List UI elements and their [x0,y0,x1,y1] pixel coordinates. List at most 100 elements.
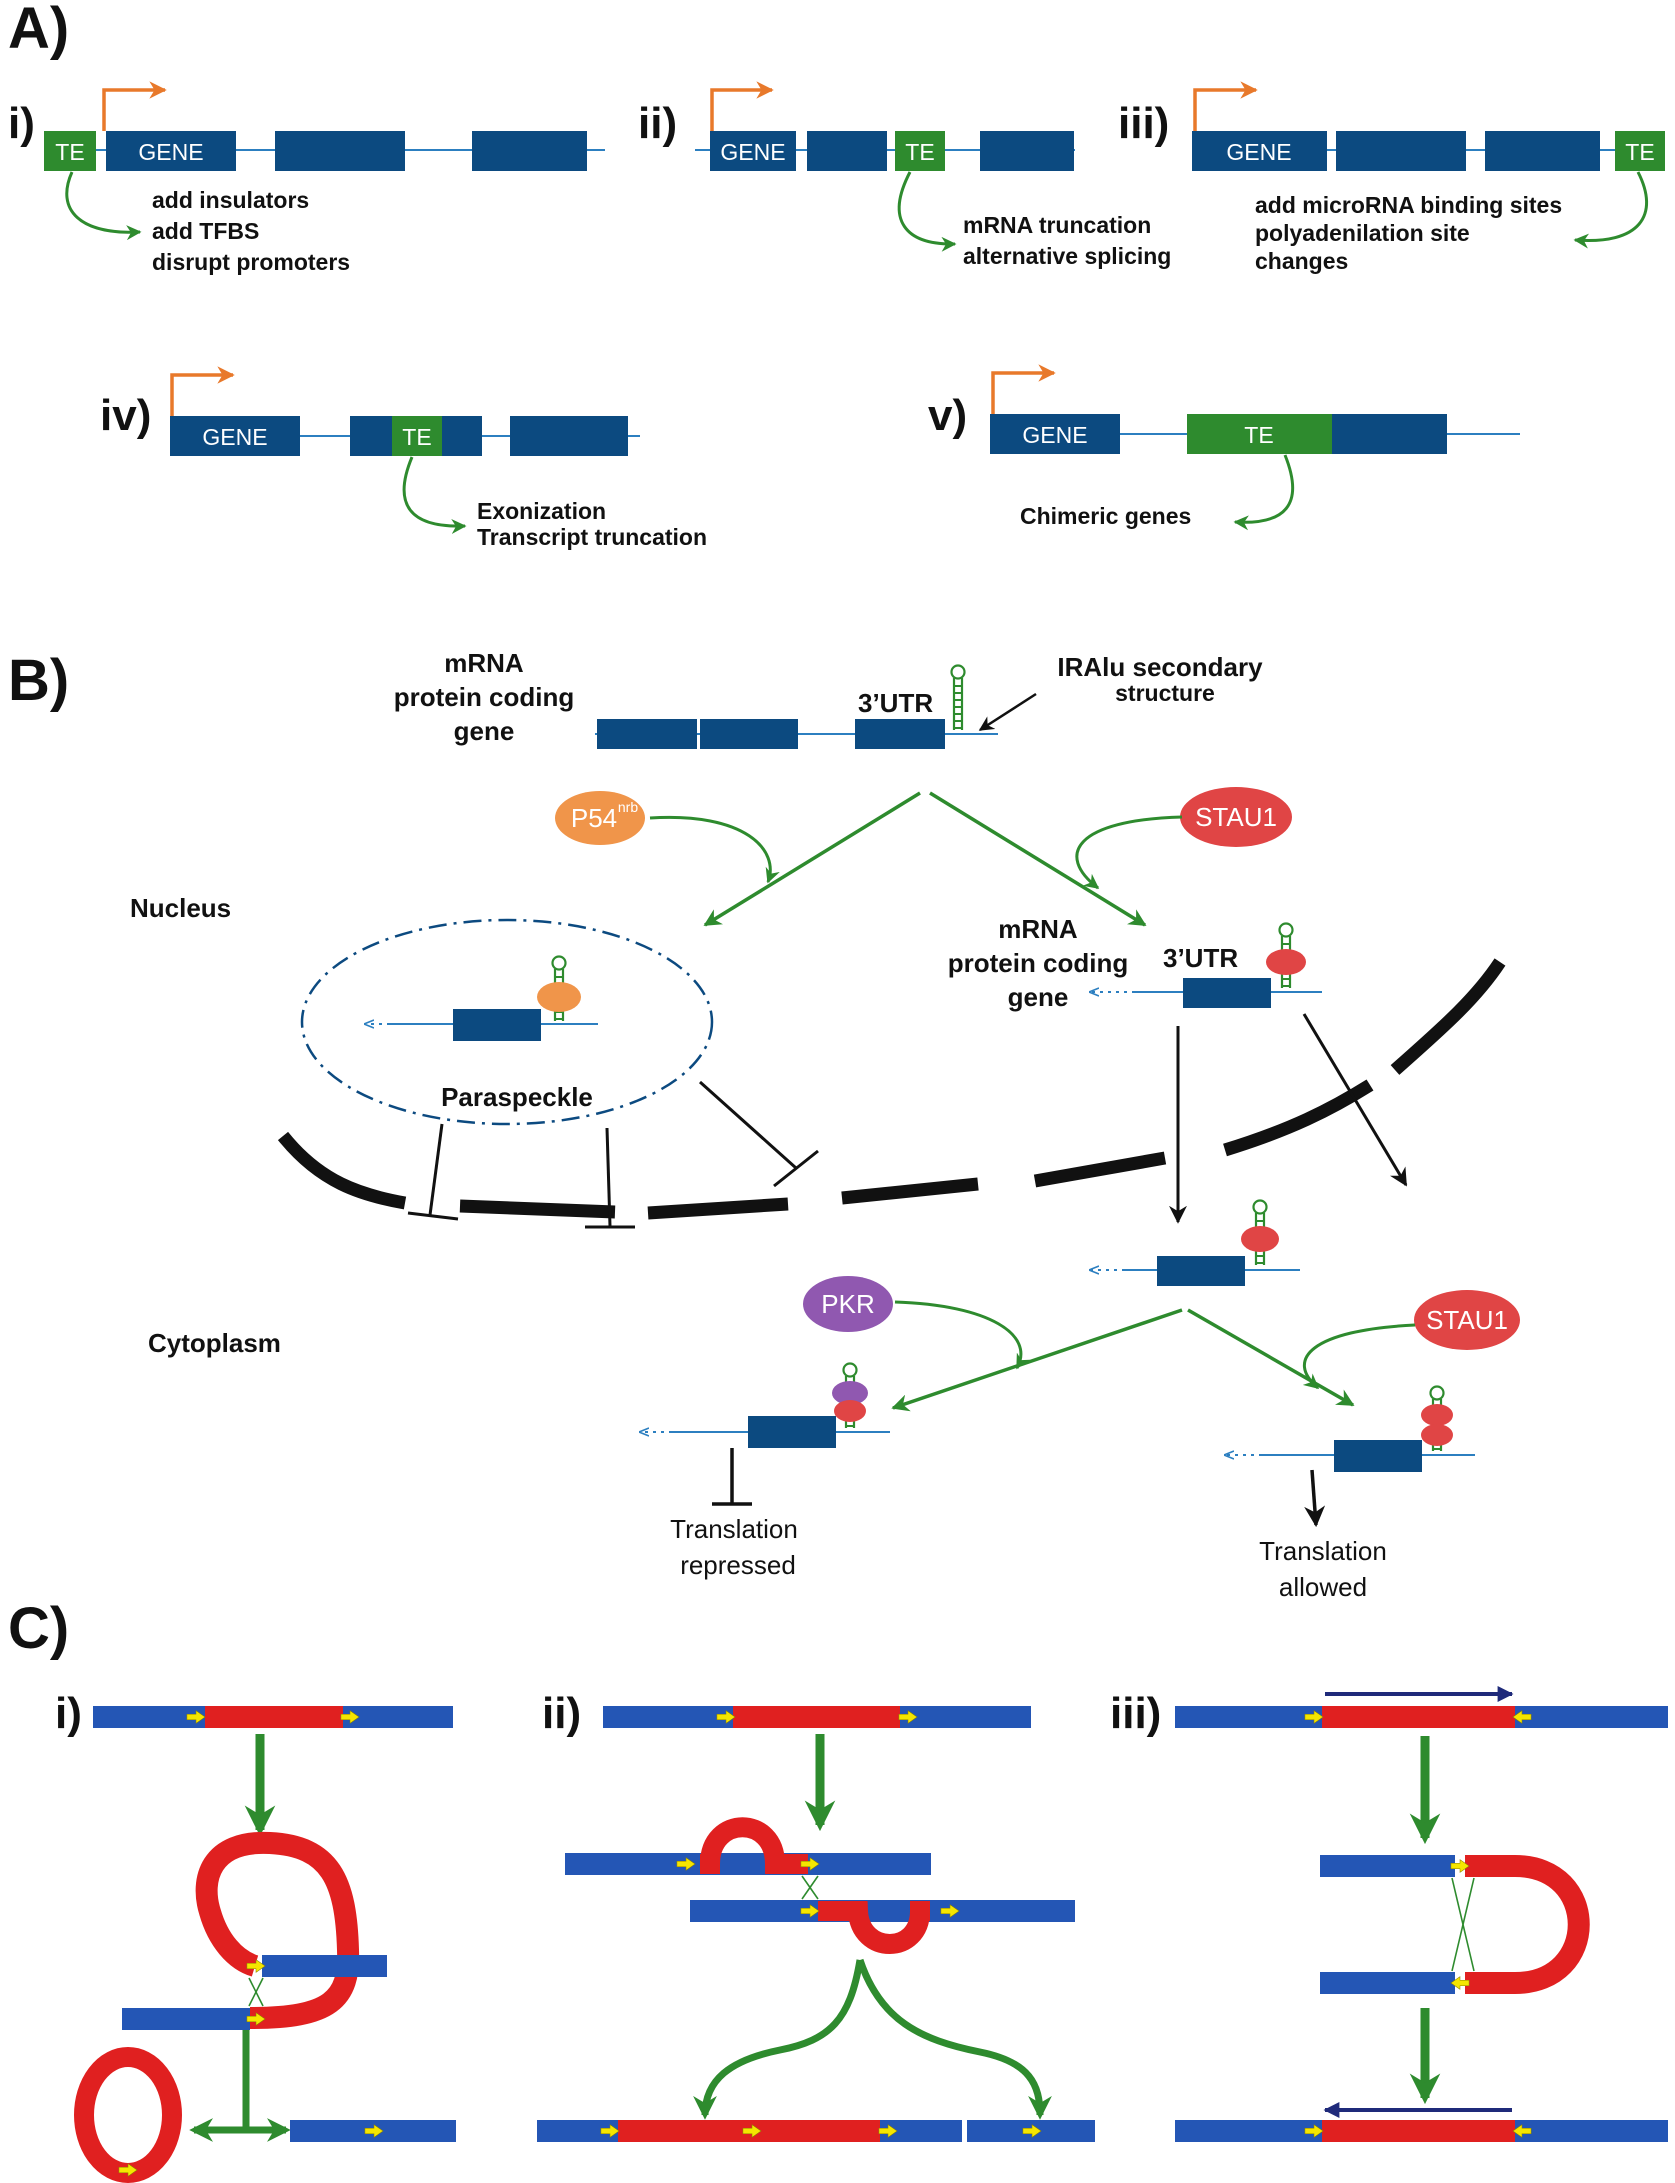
exon [1157,1256,1245,1286]
dna-bar [565,1853,931,1875]
panel-c-iii: iii) [1110,1686,1668,2142]
product-arrow [693,1959,864,2120]
a-iii-roman: iii) [1118,99,1169,148]
te-segment [1322,1706,1515,1728]
dna-bar [122,2008,250,2030]
effect-line: mRNA truncation [963,212,1151,238]
dna-bar [1320,1972,1455,1994]
exon-2 [807,131,887,171]
effect-line: polyadenilation site [1255,220,1470,246]
te-box [44,131,96,171]
export-inhibition [407,1080,819,1229]
a-v-roman: v) [928,391,967,440]
translation-arrow [1304,1469,1326,1528]
effect-line: Exonization [477,498,606,524]
stau1-protein-bottom: STAU1 [1302,1290,1520,1390]
split-arrow-left [891,1308,1183,1412]
exon [748,1416,836,1448]
promoter-arrow-icon [991,364,1056,414]
a-ii-roman: ii) [638,99,677,148]
effect-line: add microRNA binding sites [1255,192,1562,218]
effect-arrow-icon [65,171,142,241]
panel-a-label: A) [8,0,69,61]
nucleus-label: Nucleus [130,893,231,923]
bound-stau1-icon [1241,1226,1279,1252]
p54-label: P54 [571,803,617,833]
stau1-label: STAU1 [1426,1305,1508,1335]
exon-2 [275,131,405,171]
p54nrb-protein: P54 nrb [555,791,780,884]
bound-stau1-icon [834,1400,866,1422]
effect-line: add TFBS [152,218,259,244]
p54-superscript: nrb [618,799,638,815]
promoter-arrow-icon [102,81,167,131]
effect-line: disrupt promoters [152,249,350,275]
stau1-ellipse [1180,787,1292,847]
te-box [895,131,945,171]
stau1-protein-top: STAU1 [1075,787,1292,890]
te-label: TE [1244,422,1273,448]
iralu-stemloop-icon [950,664,966,732]
exon-3 [1485,131,1600,171]
binding-arrow-icon [894,1300,1031,1370]
allowed-label-line: Translation [1259,1536,1387,1566]
split-arrow-right [1187,1308,1355,1407]
gene-label: GENE [1022,422,1087,448]
p54-ellipse [555,791,645,845]
export-arrow [1302,1013,1408,1187]
iralu-pointer-arrow [978,692,1037,732]
gene-exon [170,416,300,456]
effect-line: add insulators [152,187,309,213]
panel-c-i: i) [55,1689,456,2183]
a-iv-roman: iv) [100,391,151,440]
iralu-label-line: structure [1115,680,1215,706]
c-iii-roman: iii) [1110,1689,1161,1738]
crossover-icon [801,1875,819,1900]
c-ii-roman: ii) [542,1689,581,1738]
mrna-label-line: gene [1008,982,1069,1012]
mrna-label-line: mRNA [998,914,1078,944]
utr-label: 3’UTR [858,688,933,718]
dna-bar [1320,1855,1455,1877]
panel-c-ii: ii) [537,1689,1095,2142]
effect-arrow-icon [1233,454,1295,531]
exon [700,719,798,749]
paraspeckle-boundary [300,918,714,1126]
pkr-bound-mrna: Translation repressed [640,1362,890,1580]
gene-label: GENE [1226,139,1291,165]
mrna-label-line: gene [454,716,515,746]
bound-stau1-icon [1266,949,1306,975]
bound-stau1-icon [1421,1424,1453,1446]
bound-stau1-icon [1421,1404,1453,1426]
crossover-icon [1451,1877,1475,1972]
hairpin-te [1465,1855,1590,1994]
mrna-label-line: protein coding [948,948,1129,978]
mrna-label-line: mRNA [444,648,524,678]
utr-exon [1183,978,1271,1008]
gene-label: GENE [720,139,785,165]
panel-a-ii: ii) GENE TE mRNA truncation alternative … [638,81,1171,269]
pkr-ellipse [803,1276,893,1332]
paraspeckle-label: Paraspeckle [441,1082,593,1112]
exon-3 [510,416,628,456]
bound-pkr-icon [832,1381,868,1405]
gene-exon [106,131,236,171]
exon [1334,1440,1422,1472]
a-i-roman: i) [8,99,35,148]
gene-label: GENE [138,139,203,165]
crossover-icon [248,1977,264,2007]
repressed-label-line: repressed [680,1550,796,1580]
allowed-label-line: allowed [1279,1572,1367,1602]
effect-arrow-icon [897,171,957,252]
te-bulge [818,1901,930,1954]
gene-exon [1192,131,1327,171]
promoter-arrow-icon [170,366,235,416]
cytoplasmic-mrna [1090,1199,1300,1286]
fused-exon [1332,414,1447,454]
gene-exon [710,131,796,171]
effect-line: Transcript truncation [477,524,707,550]
te-box [1615,131,1665,171]
exon-2-right [442,416,482,456]
nuclear-mrna-stau1: mRNA protein coding gene 3’UTR [948,914,1322,1012]
product-arrow [856,1958,1052,2120]
